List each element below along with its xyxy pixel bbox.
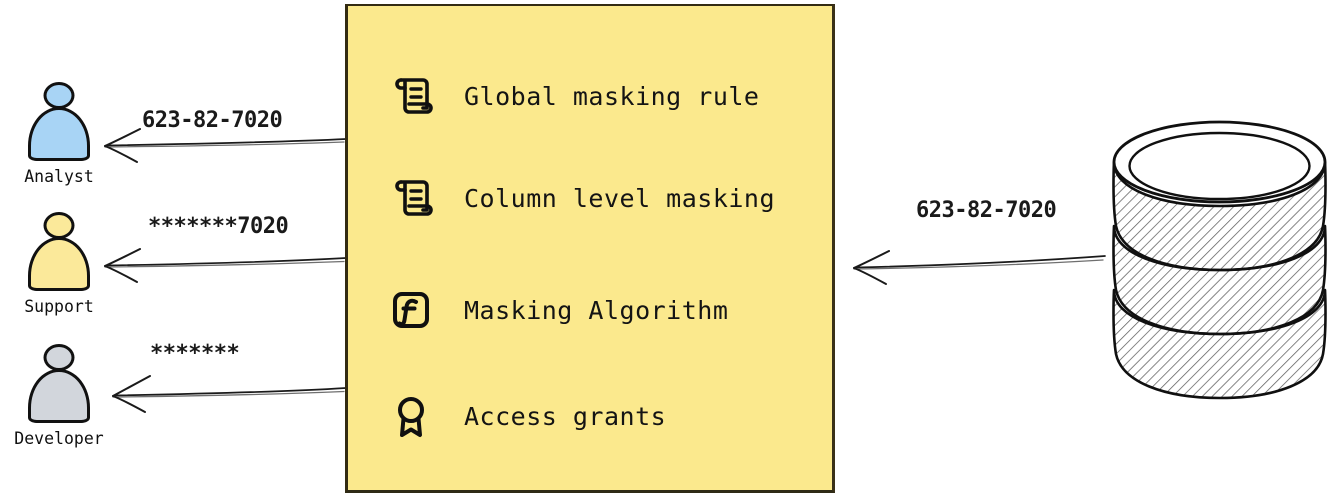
policy-item-label: Masking Algorithm xyxy=(464,295,729,325)
actor-developer[interactable]: Developer xyxy=(4,344,114,448)
policy-item-label: Access grants xyxy=(464,401,667,431)
arrow-label-analyst: 623-82-7020 xyxy=(142,108,283,133)
person-head xyxy=(43,344,75,371)
policy-item-masking-algorithm[interactable]: Masking Algorithm xyxy=(384,278,728,342)
arrow-database-to-panel xyxy=(845,240,1107,286)
person-head xyxy=(43,82,75,109)
arrow-label-developer: ******* xyxy=(150,341,240,366)
database-cylinder-icon[interactable] xyxy=(1104,118,1334,403)
person-body xyxy=(28,107,90,161)
arrow-shaft-icon xyxy=(104,128,347,163)
arrow-shaft-icon xyxy=(112,375,347,413)
person-body xyxy=(28,369,90,423)
policy-panel: Global masking rule Column level masking xyxy=(345,4,835,493)
function-icon xyxy=(384,283,438,337)
arrow-shaft-icon xyxy=(104,248,347,283)
arrow-to-developer xyxy=(104,368,348,414)
policy-item-label: Global masking rule xyxy=(464,81,760,111)
arrow-to-support xyxy=(96,238,348,284)
scroll-icon xyxy=(384,171,438,225)
arrow-label-database: 623-82-7020 xyxy=(916,198,1057,223)
arrow-to-analyst xyxy=(96,118,348,164)
actor-analyst[interactable]: Analyst xyxy=(4,82,114,186)
actor-label-developer: Developer xyxy=(14,429,104,448)
award-ribbon-icon xyxy=(384,389,438,443)
person-body xyxy=(28,237,90,291)
person-icon xyxy=(23,82,95,164)
person-icon xyxy=(23,344,95,426)
policy-item-access-grants[interactable]: Access grants xyxy=(384,384,666,448)
actor-support[interactable]: Support xyxy=(4,212,114,316)
arrow-shaft-icon xyxy=(853,250,1106,285)
person-icon xyxy=(23,212,95,294)
policy-item-global-masking-rule[interactable]: Global masking rule xyxy=(384,64,759,128)
policy-item-label: Column level masking xyxy=(464,183,776,213)
person-head xyxy=(43,212,75,239)
arrow-label-support: *******7020 xyxy=(148,214,289,239)
actor-label-analyst: Analyst xyxy=(24,167,94,186)
policy-item-column-level-masking[interactable]: Column level masking xyxy=(384,166,775,230)
scroll-icon xyxy=(384,69,438,123)
actor-label-support: Support xyxy=(24,297,94,316)
